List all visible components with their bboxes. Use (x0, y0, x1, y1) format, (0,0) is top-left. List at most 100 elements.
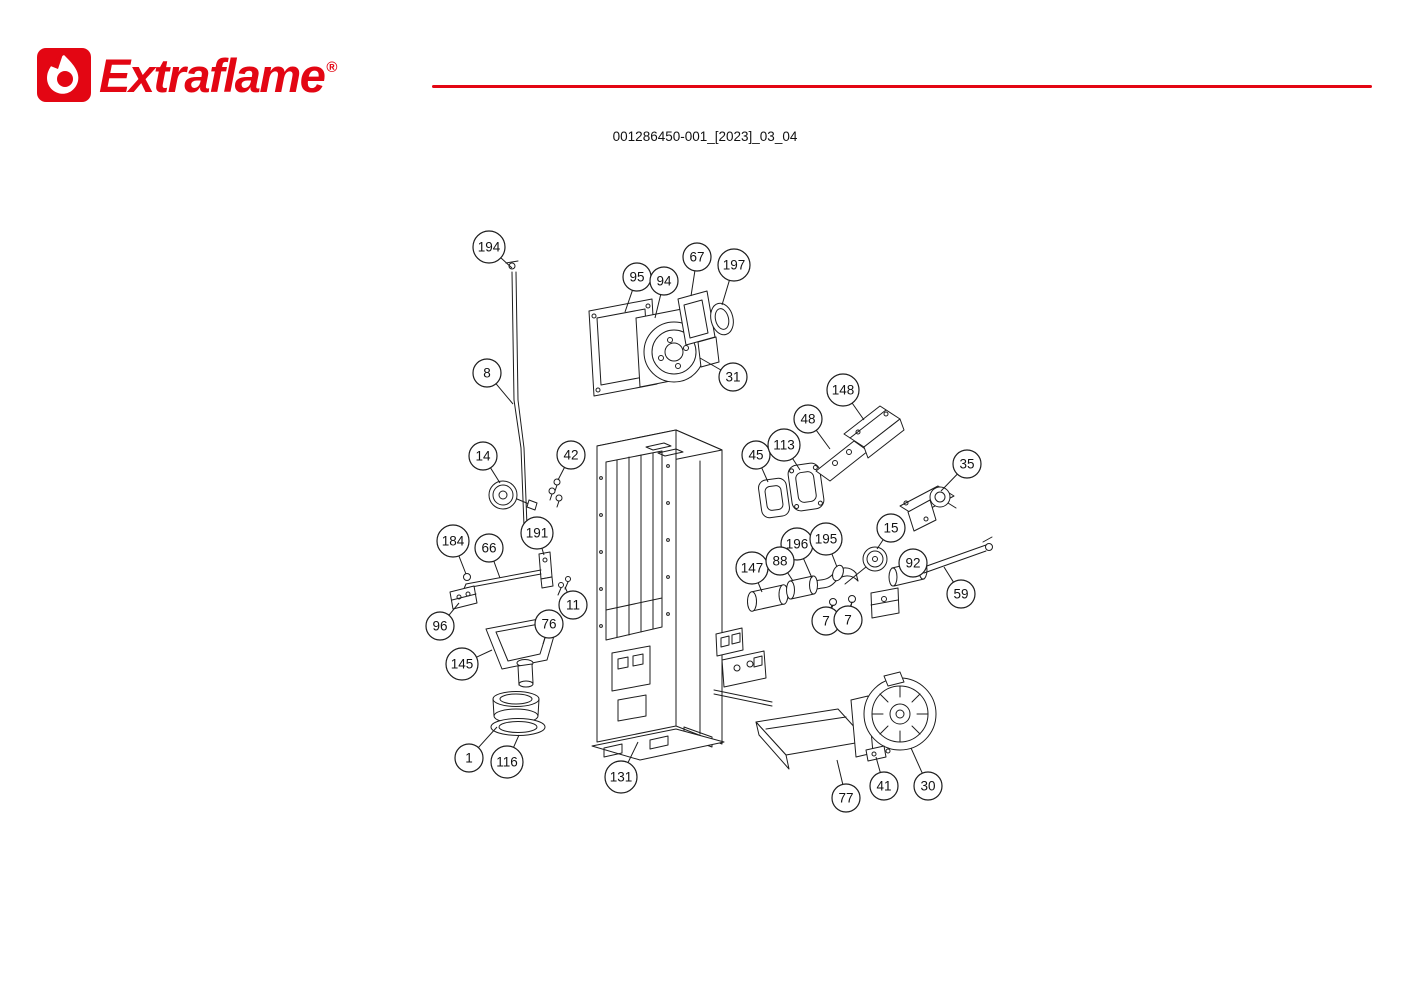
svg-text:92: 92 (905, 556, 920, 571)
callout-8: 8 (472, 358, 514, 405)
callout-184: 184 (436, 524, 470, 575)
callout-67: 67 (682, 242, 712, 297)
svg-text:94: 94 (656, 274, 672, 289)
gear-motor (488, 480, 538, 511)
callout-11: 11 (558, 586, 588, 620)
callout-35: 35 (940, 449, 982, 492)
callout-131: 131 (604, 741, 639, 794)
callout-14: 14 (468, 441, 501, 484)
callout-94: 94 (649, 266, 679, 319)
svg-text:191: 191 (526, 526, 549, 541)
flame-drop-icon (37, 48, 91, 102)
cover-plate (815, 440, 869, 482)
callout-31: 31 (699, 357, 748, 392)
callout-1: 1 (454, 726, 498, 773)
svg-text:11: 11 (566, 598, 580, 613)
probe-rod (923, 536, 993, 574)
mounting-plate (449, 585, 478, 610)
callout-77: 77 (831, 759, 861, 813)
svg-text:184: 184 (442, 534, 465, 549)
callout-195: 195 (809, 522, 843, 568)
callout-113: 113 (767, 428, 801, 471)
fan-mounting-feet (865, 745, 891, 762)
brand-name: Extraflame® (99, 48, 337, 102)
firebox-gasket (758, 477, 790, 519)
motor-assembly (899, 485, 957, 532)
callout-30: 30 (910, 747, 943, 801)
svg-text:41: 41 (876, 779, 891, 794)
registered-trademark: ® (326, 58, 337, 76)
svg-text:131: 131 (610, 770, 633, 785)
callout-92: 92 (898, 548, 928, 578)
callout-147: 147 (735, 551, 769, 593)
svg-text:77: 77 (838, 791, 853, 806)
svg-text:96: 96 (432, 619, 447, 634)
cleaning-rod (505, 260, 528, 527)
svg-text:30: 30 (920, 779, 935, 794)
svg-text:76: 76 (541, 617, 556, 632)
svg-text:7: 7 (822, 614, 830, 629)
brand-name-text: Extraflame (99, 48, 326, 102)
callout-194: 194 (472, 230, 513, 269)
brand-logo: Extraflame® (37, 46, 337, 104)
svg-text:35: 35 (959, 457, 974, 472)
callout-76: 76 (534, 609, 564, 645)
callout-59: 59 (943, 566, 976, 609)
svg-text:95: 95 (629, 270, 644, 285)
callout-7: 7 (833, 601, 863, 635)
svg-text:116: 116 (496, 755, 518, 770)
callout-191: 191 (520, 516, 554, 556)
callout-45: 45 (741, 440, 771, 483)
scraper-bracket (538, 551, 554, 589)
callout-145: 145 (445, 647, 493, 681)
svg-text:45: 45 (748, 448, 763, 463)
callout-7: 7 (811, 604, 841, 636)
svg-text:195: 195 (815, 532, 838, 547)
document-title: 001286450-001_[2023]_03_04 (612, 129, 798, 144)
svg-text:8: 8 (483, 366, 491, 381)
callout-48: 48 (793, 404, 831, 450)
svg-text:145: 145 (451, 657, 474, 672)
svg-text:42: 42 (563, 448, 578, 463)
svg-text:197: 197 (723, 258, 746, 273)
screw-set (548, 478, 563, 508)
callout-148: 148 (826, 373, 865, 421)
flange-gasket-plate (787, 462, 825, 512)
svg-text:148: 148 (832, 383, 855, 398)
svg-text:1: 1 (465, 751, 473, 766)
pipe-sleeve (786, 575, 818, 600)
callout-116: 116 (490, 734, 524, 779)
callout-88: 88 (765, 546, 795, 582)
callout-96: 96 (425, 602, 460, 641)
smoke-pipe (747, 584, 789, 612)
svg-text:66: 66 (481, 541, 496, 556)
exhaust-duct (677, 290, 716, 346)
svg-text:113: 113 (773, 438, 795, 453)
callout-41: 41 (869, 756, 899, 801)
base-frame (591, 728, 725, 761)
header-divider-line (432, 85, 1372, 88)
duct-gasket (710, 302, 734, 336)
svg-text:7: 7 (844, 613, 852, 628)
svg-text:59: 59 (953, 587, 968, 602)
svg-text:194: 194 (478, 240, 501, 255)
fixing-screws (557, 576, 571, 596)
svg-text:88: 88 (772, 554, 787, 569)
svg-text:15: 15 (883, 521, 898, 536)
svg-text:196: 196 (786, 537, 809, 552)
pressure-switch (844, 546, 888, 585)
svg-text:31: 31 (725, 370, 740, 385)
callout-42: 42 (556, 440, 586, 481)
burn-pot (490, 691, 546, 736)
callout-95: 95 (622, 262, 652, 313)
svg-text:67: 67 (689, 250, 704, 265)
svg-text:147: 147 (741, 561, 764, 576)
control-terminal-block (713, 627, 773, 707)
callout-66: 66 (474, 533, 504, 579)
callout-15: 15 (876, 513, 906, 550)
callout-197: 197 (717, 248, 751, 306)
svg-text:48: 48 (800, 412, 815, 427)
stove-main-body (596, 429, 723, 748)
